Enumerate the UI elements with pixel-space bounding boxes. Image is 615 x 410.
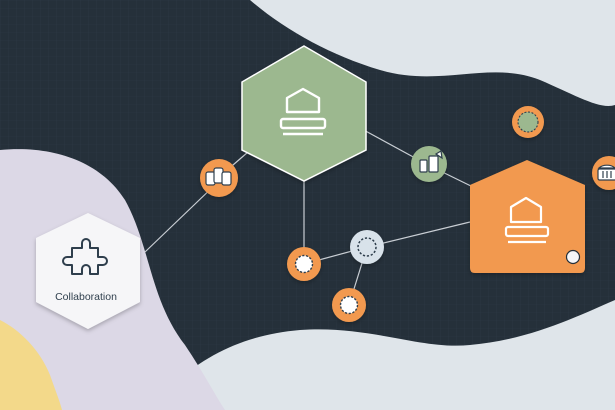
basket-icon — [597, 164, 615, 181]
top-right-blob — [250, 0, 615, 106]
orange-hub-handle[interactable] — [565, 249, 581, 265]
orange-hub-shape — [470, 160, 585, 273]
gear-mid-node[interactable] — [350, 230, 384, 264]
edge-collab-docs — [144, 181, 219, 253]
gear-top-node[interactable] — [512, 106, 544, 138]
collaboration-node[interactable]: Collaboration — [36, 213, 140, 329]
gear-mid-circle — [350, 230, 384, 264]
basket-node[interactable] — [592, 156, 615, 190]
bottom-left-yellow-blob — [0, 320, 62, 410]
gear-icon — [357, 237, 377, 257]
orange-hub-node[interactable] — [470, 160, 585, 273]
gear-icon — [294, 254, 314, 274]
gear-bottom-node[interactable] — [332, 288, 366, 322]
puzzle-icon — [62, 238, 108, 275]
documents-node[interactable] — [200, 159, 238, 197]
gear-icon — [517, 111, 539, 133]
documents-icon — [205, 167, 232, 186]
house-document-icon — [279, 87, 327, 136]
bottom-blob — [150, 300, 615, 410]
gear-icon — [339, 295, 359, 315]
edge-gearmid-orange — [366, 221, 471, 248]
tools-node[interactable] — [411, 146, 447, 182]
tools-icon — [419, 150, 443, 173]
gear-left-node[interactable] — [287, 247, 321, 281]
collaboration-label: Collaboration — [55, 291, 117, 303]
house-document-icon — [504, 196, 550, 244]
collaboration-hexagon — [36, 213, 140, 329]
green-hub-hexagon — [241, 45, 367, 182]
green-hub-node[interactable] — [241, 45, 367, 182]
